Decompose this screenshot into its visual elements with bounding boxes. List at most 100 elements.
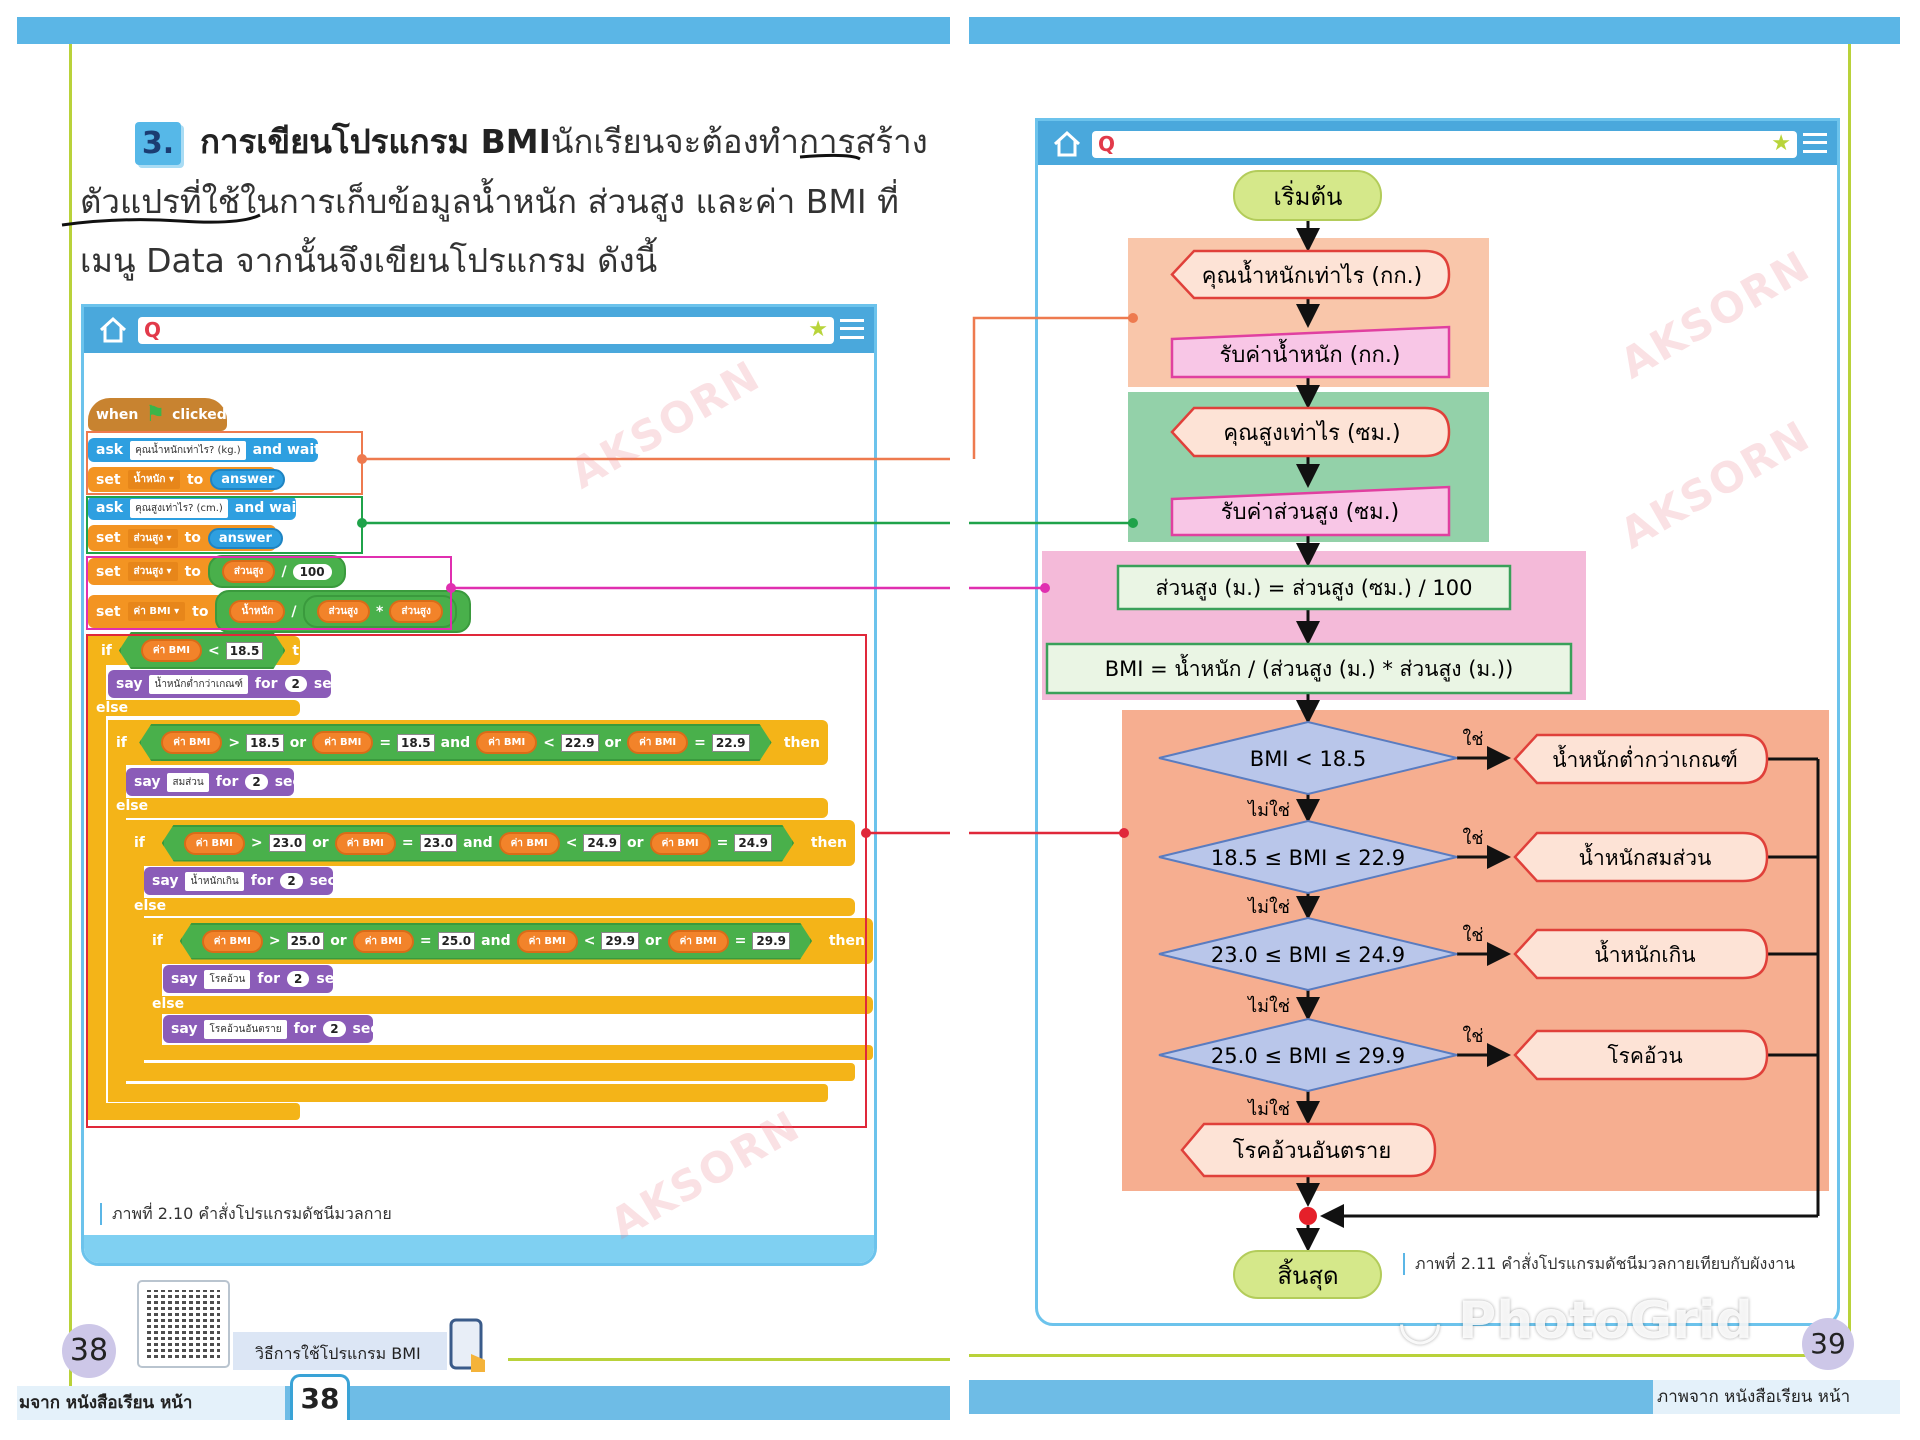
number-input[interactable]: 24.9	[583, 834, 621, 852]
block-keyword: <	[583, 933, 596, 949]
star-icon[interactable]: ★	[808, 317, 828, 342]
number-input[interactable]: 22.9	[712, 734, 750, 752]
control-block[interactable]: else	[126, 898, 855, 916]
number-input[interactable]: 24.9	[734, 834, 772, 852]
block-keyword: set	[96, 471, 121, 488]
connector-dot	[357, 518, 367, 528]
control-block[interactable]: else	[108, 798, 828, 818]
variable-reporter[interactable]: ส่วนสูง	[221, 560, 276, 583]
number-input[interactable]: 25.0	[438, 932, 476, 950]
home-icon[interactable]	[1052, 129, 1082, 159]
number-input[interactable]: 22.9	[561, 734, 599, 752]
start-label: เริ่มต้น	[1274, 180, 1343, 211]
number-input[interactable]: 18.5	[226, 642, 264, 660]
home-icon[interactable]	[98, 315, 128, 345]
variable-reporter[interactable]: น้ำหนัก	[229, 600, 286, 623]
ask-weight-label: คุณน้ำหนักเท่าไร (กก.)	[1202, 260, 1422, 289]
display-final-output	[1180, 1122, 1437, 1178]
variable-reporter[interactable]: ค่า BMI	[517, 930, 578, 953]
text-input[interactable]: สมส่วน	[167, 772, 209, 792]
photogrid-logo-icon: ◡	[1400, 1291, 1459, 1351]
block-keyword: clicked	[172, 406, 227, 423]
display-output-2	[1513, 831, 1769, 883]
variable-reporter[interactable]: ค่า BMI	[650, 832, 711, 855]
block-keyword: =	[694, 734, 706, 751]
number-input[interactable]: 2	[323, 1021, 346, 1037]
when-flag-clicked-block[interactable]: when⚑clicked	[88, 398, 227, 431]
block-keyword: or	[289, 734, 307, 751]
number-input[interactable]: 25.0	[287, 932, 325, 950]
variable-reporter[interactable]: ส่วนสูง	[389, 600, 443, 623]
heading-line-3: เมนู Data จากนั้นจึงเขียนโปรแกรม ดังนี้	[80, 241, 658, 280]
variable-reporter[interactable]: ค่า BMI	[476, 731, 537, 754]
text-input[interactable]: โรคอ้วนอันตราย	[204, 1019, 287, 1039]
variable-dropdown[interactable]: ส่วนสูง ▾	[127, 562, 178, 581]
variable-dropdown[interactable]: ค่า BMI ▾	[127, 602, 186, 621]
variable-reporter[interactable]: ค่า BMI	[627, 731, 688, 754]
block-keyword: for	[215, 774, 239, 790]
qr-code[interactable]	[137, 1280, 230, 1368]
answer-reporter[interactable]: answer	[210, 469, 286, 490]
variable-reporter[interactable]: ค่า BMI	[499, 832, 560, 855]
variable-reporter[interactable]: ค่า BMI	[202, 930, 263, 953]
number-input[interactable]: 23.0	[269, 834, 307, 852]
process-bmi	[1045, 642, 1573, 695]
variable-reporter[interactable]: ค่า BMI	[353, 930, 414, 953]
text-input[interactable]: น้ำหนักต่ำกว่าเกณฑ์	[149, 674, 248, 694]
number-input[interactable]: 2	[284, 676, 307, 692]
search-icon: Q	[144, 318, 162, 342]
variable-reporter[interactable]: ค่า BMI	[141, 639, 202, 662]
control-block[interactable]: else	[88, 700, 300, 716]
number-input[interactable]: 23.0	[420, 834, 458, 852]
text-input[interactable]: โรคอ้วน	[204, 969, 251, 989]
text-input[interactable]: น้ำหนักเกิน	[185, 871, 244, 891]
start-terminal	[1233, 170, 1382, 221]
browser-toolbar: Q ★	[84, 307, 874, 353]
menu-icon[interactable]	[840, 319, 864, 339]
variable-reporter[interactable]: ค่า BMI	[335, 832, 396, 855]
block-keyword: else	[116, 798, 149, 814]
number-input[interactable]: 2	[245, 774, 268, 790]
variable-reporter[interactable]: ส่วนสูง	[316, 600, 371, 623]
variable-dropdown[interactable]: ส่วนสูง ▾	[127, 528, 178, 548]
number-input[interactable]: 2	[280, 873, 303, 889]
search-input[interactable]: Q ★	[138, 317, 834, 344]
variable-dropdown[interactable]: น้ำหนัก ▾	[127, 470, 180, 489]
star-icon[interactable]: ★	[1771, 131, 1791, 156]
number-input[interactable]: 18.5	[246, 734, 284, 752]
figure-caption-left: ภาพที่ 2.10 คำสั่งโปรแกรมดัชนีมวลกาย	[100, 1203, 392, 1225]
handwritten-underline	[61, 153, 861, 227]
variable-reporter[interactable]: ค่า BMI	[161, 731, 222, 754]
menu-icon[interactable]	[1803, 133, 1827, 153]
search-input[interactable]: Q ★	[1092, 131, 1797, 158]
answer-reporter[interactable]: answer	[207, 527, 283, 549]
control-block[interactable]: else	[144, 996, 873, 1014]
number-input[interactable]: 18.5	[397, 734, 435, 752]
variable-reporter[interactable]: ค่า BMI	[312, 731, 373, 754]
block-keyword: and wait	[234, 500, 303, 516]
text-input[interactable]: คุณน้ำหนักเท่าไร? (kg.)	[130, 440, 246, 460]
decision-3-label: 23.0 ≤ BMI ≤ 24.9	[1211, 943, 1405, 967]
text-input[interactable]: คุณสูงเท่าไร? (cm.)	[130, 498, 228, 518]
variable-reporter[interactable]: ค่า BMI	[668, 930, 729, 953]
number-input[interactable]: 29.9	[601, 932, 639, 950]
number-input[interactable]: 100	[292, 563, 332, 580]
number-input[interactable]: 2	[287, 971, 310, 987]
variable-reporter[interactable]: ค่า BMI	[184, 832, 245, 855]
number-input[interactable]: 29.9	[752, 932, 790, 950]
